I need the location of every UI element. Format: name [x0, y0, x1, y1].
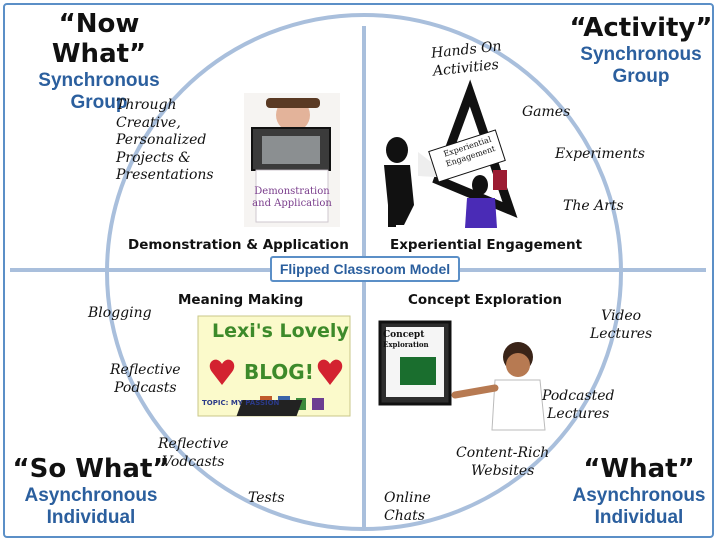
video-line1: Video — [601, 308, 642, 324]
quadrant-activity: “Activity” Synchronous Group — [566, 13, 716, 88]
blog-title: Lexi's Lovely — [212, 320, 349, 342]
concept-photo-caption: Concept Exploration — [383, 330, 445, 349]
concept-cap-line2: Exploration — [383, 339, 429, 349]
activity-line: Through — [116, 97, 177, 113]
vodcasts-line1: Reflective — [158, 436, 229, 452]
concept-cap-line1: Concept — [383, 330, 425, 340]
activity-line: Projects & — [116, 149, 191, 166]
podcasted-line2: Lectures — [547, 405, 610, 422]
activity-line: Personalized — [116, 132, 207, 148]
activities-top-left: Through Creative, Personalized Projects … — [116, 97, 214, 185]
activity-heading: “Activity” — [569, 13, 713, 43]
blog-word: BLOG! — [244, 360, 314, 384]
title-meaning: Meaning Making — [178, 292, 304, 308]
activity-the-arts: The Arts — [563, 198, 624, 214]
demonstration-photo-caption: Demonstration and Application — [252, 186, 332, 210]
concept-photo — [236, 320, 546, 431]
what-heading: “What” — [583, 454, 695, 484]
title-concept: Concept Exploration — [408, 292, 562, 308]
demo-cap-line1: Demonstration — [254, 186, 330, 197]
blog-topic: TOPIC: MY PASSION — [202, 399, 280, 407]
demonstration-photo — [244, 93, 340, 227]
activity-reflective-vodcasts: Reflective Vodcasts — [158, 436, 229, 471]
quadrant-now-what: “Now What” Synchronous Group — [14, 9, 184, 113]
demo-cap-line2: and Application — [252, 198, 332, 209]
activity-podcasted-lectures: Podcasted Lectures — [542, 388, 615, 423]
chats-line2: Chats — [384, 507, 425, 524]
video-line2: Lectures — [590, 325, 653, 342]
what-line2: Individual — [594, 506, 684, 528]
vodcasts-line2: Vodcasts — [162, 453, 225, 470]
now-what-line2: Group — [70, 91, 128, 113]
activity-content-rich-websites: Content-Rich Websites — [456, 445, 549, 480]
quadrant-what: “What” Asynchronous Individual — [564, 454, 714, 529]
podcasted-line1: Podcasted — [542, 388, 615, 404]
content-line2: Websites — [471, 462, 535, 479]
now-what-heading: “Now What” — [51, 9, 147, 69]
activity-tests: Tests — [248, 490, 285, 506]
activity-games: Games — [522, 104, 571, 120]
activity-reflective-podcasts: Reflective Podcasts — [110, 362, 181, 397]
quadrant-so-what: “So What” Asynchronous Individual — [6, 454, 176, 529]
title-demonstration: Demonstration & Application — [128, 237, 349, 253]
title-experiential: Experiential Engagement — [390, 237, 583, 253]
activity-online-chats: Online Chats — [384, 490, 431, 525]
activity-hands-on: Hands On Activities — [430, 38, 504, 80]
content-line1: Content-Rich — [456, 445, 550, 461]
so-what-line1: Asynchronous — [24, 484, 158, 506]
so-what-heading: “So What” — [12, 454, 170, 484]
activity-experiments: Experiments — [555, 146, 645, 162]
activity-video-lectures: Video Lectures — [590, 308, 652, 343]
chats-line1: Online — [384, 490, 431, 506]
what-line1: Asynchronous — [572, 484, 706, 506]
podcasts-line2: Podcasts — [114, 379, 177, 396]
activity-blogging: Blogging — [88, 305, 152, 321]
now-what-line1: Synchronous — [38, 69, 160, 91]
experiential-photo — [384, 79, 518, 228]
activity-line2: Group — [612, 65, 670, 87]
podcasts-line1: Reflective — [110, 362, 181, 378]
center-label: Flipped Classroom Model — [270, 256, 460, 282]
activity-line: Creative, — [116, 114, 181, 131]
activity-line: Presentations — [116, 167, 214, 183]
activity-line1: Synchronous — [580, 43, 702, 65]
so-what-line2: Individual — [46, 506, 136, 528]
